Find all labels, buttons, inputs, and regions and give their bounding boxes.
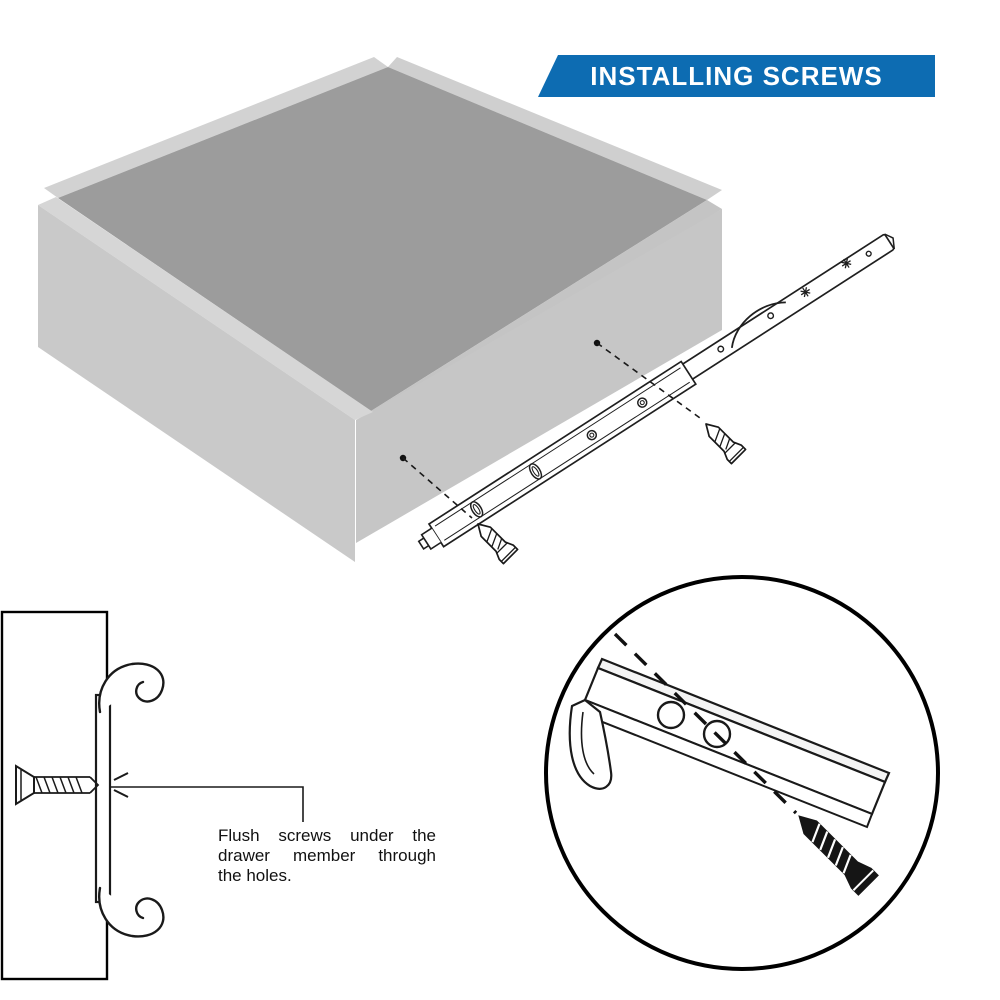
drawer-interior: [58, 67, 707, 411]
magnified-screw: [798, 815, 879, 896]
detent-lever: [730, 301, 786, 348]
flush-screw: [15, 764, 129, 806]
drawer-member-plate: [94, 693, 112, 904]
torx-screw-head: [800, 287, 811, 298]
mounting-hole: [586, 429, 598, 441]
banner-title: INSTALLING SCREWS: [590, 60, 883, 91]
drawer-back-panel-top-edge: [388, 57, 722, 200]
torx-screw-head: [841, 258, 852, 269]
rail-end-tab: [568, 698, 613, 790]
flush-screw-detail-box: [0, 610, 165, 981]
caption-leader-line: [111, 786, 304, 822]
screw-icon: [698, 416, 747, 465]
drawer-front-panel-outer-face: [38, 205, 355, 562]
caption-line: Flush screws under the: [218, 826, 436, 845]
caption-line: the holes.: [218, 866, 292, 885]
caption-text: Flush screws under the drawer member thr…: [218, 826, 436, 886]
slide-outer-channel: [417, 360, 697, 551]
mounting-hole: [637, 397, 648, 408]
screw-axis-dashed-line: [613, 632, 798, 815]
drawer-illustration: [38, 57, 722, 562]
screw-callout-2: [593, 339, 747, 465]
drawer-slide-rail: [417, 233, 896, 551]
channel-hook-top: [98, 662, 165, 714]
rail-hole: [656, 700, 686, 730]
screw-callout-1: [399, 454, 519, 565]
channel-hook-bottom: [98, 886, 165, 938]
drawer-left-panel-top-edge: [44, 57, 388, 198]
mounting-slot: [469, 501, 484, 518]
screw-axis-dashed-line: [402, 457, 473, 519]
mounting-slot: [528, 463, 543, 480]
title-banner: INSTALLING SCREWS: [538, 55, 935, 97]
caption-line: drawer member through: [218, 846, 436, 865]
magnified-rail: [568, 657, 891, 829]
screw-tip-marks: [113, 772, 129, 798]
drawer-front-panel-top-edge: [38, 197, 373, 420]
front-hook-bracket: [417, 527, 442, 551]
drawer-right-panel-outer-face: [356, 209, 722, 543]
screw-icon: [470, 516, 519, 565]
zoom-detail-circle: [544, 575, 940, 971]
